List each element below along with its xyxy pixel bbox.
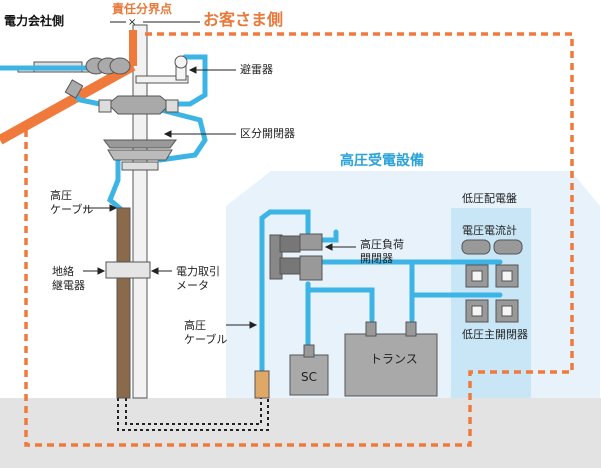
lv-panel-label: 低圧配電盤: [462, 192, 517, 205]
section-switch: [107, 95, 171, 115]
lv-main-switch-label: 低圧主開閉器: [462, 328, 528, 341]
customer-side-label: お客さま側: [203, 10, 284, 29]
company-line: [0, 61, 136, 145]
cable-guard-left: [116, 207, 131, 399]
arrester-label: 避雷器: [240, 63, 273, 76]
ground-relay-box: [105, 261, 151, 279]
sc-box: [289, 354, 329, 396]
ground-relay-label: 地絡 継電器: [52, 265, 85, 292]
section-switch-label: 区分開閉器: [240, 127, 295, 140]
hv-cable-right-label: 高圧 ケーブル: [184, 319, 228, 346]
power-meter-label: 電力取引 メータ: [176, 265, 220, 292]
utility-pole: [132, 24, 148, 399]
transformer-label: トランス: [370, 352, 418, 366]
company-side-label: 電力会社側: [4, 14, 65, 28]
ground: [0, 398, 601, 468]
hv-cable-right: [259, 209, 311, 374]
customer-boundary: [24, 32, 574, 447]
svg-text:×: ×: [128, 17, 136, 28]
hv-load-switch-label: 高圧負荷 開閉器: [360, 238, 404, 265]
facility-title: 高圧受電設備: [340, 153, 424, 169]
voltmeter-label: 電圧電流計: [462, 224, 517, 237]
cable-guard-right: [254, 370, 270, 399]
boundary-point-label: 責任分界点: [112, 2, 173, 16]
sc-label: SC: [301, 370, 317, 384]
hv-cable-left-label: 高圧 ケーブル: [50, 189, 94, 216]
hv-load-switch: [269, 234, 283, 280]
hv-cable-left: [107, 155, 125, 213]
voltmeter-2: [493, 239, 523, 255]
voltmeter-1: [461, 239, 491, 255]
transformer-box: [344, 333, 438, 397]
underground-cable-path: [117, 398, 269, 431]
